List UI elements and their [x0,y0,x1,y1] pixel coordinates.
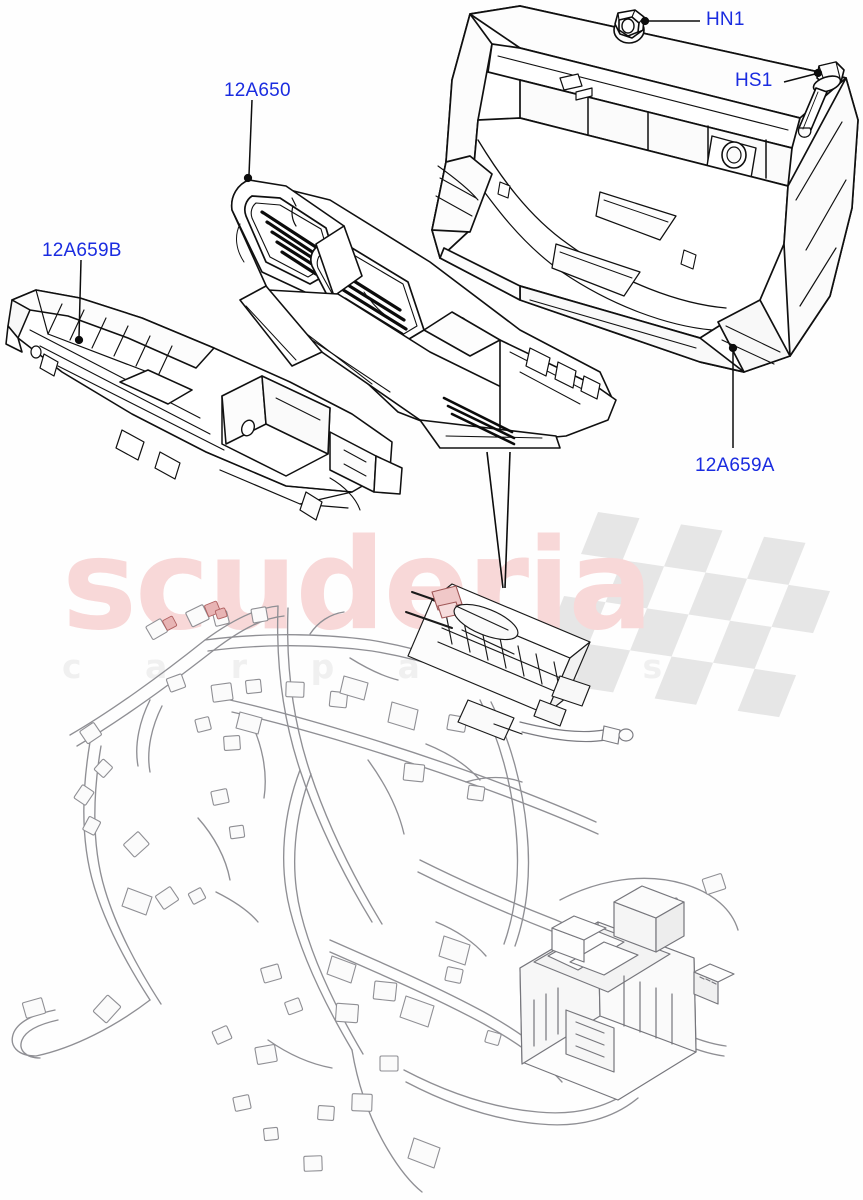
callout-label-12a650[interactable]: 12A650 [224,80,291,101]
callout-label-12a659b[interactable]: 12A659B [42,240,122,261]
part-hs1-flange-bolt [797,61,845,138]
watermark-secondary: c a r p a r t s [62,647,688,686]
harness-connectors [21,604,727,1172]
vent-sub-assembly [405,583,634,745]
part-12a659b-air-duct-left [5,289,403,521]
leader-lines [74,16,823,589]
callout-label-hn1[interactable]: HN1 [706,9,745,30]
part-hn1-hex-flange-nut [613,9,645,44]
part-12a650-air-vent [230,179,617,449]
junction-fuse-box-module [519,885,735,1101]
harness-red-clips [162,600,228,631]
callout-label-hs1[interactable]: HS1 [735,70,773,91]
callout-label-12a659a[interactable]: 12A659A [695,455,775,476]
part-12a659a-air-duct-main [431,5,859,373]
